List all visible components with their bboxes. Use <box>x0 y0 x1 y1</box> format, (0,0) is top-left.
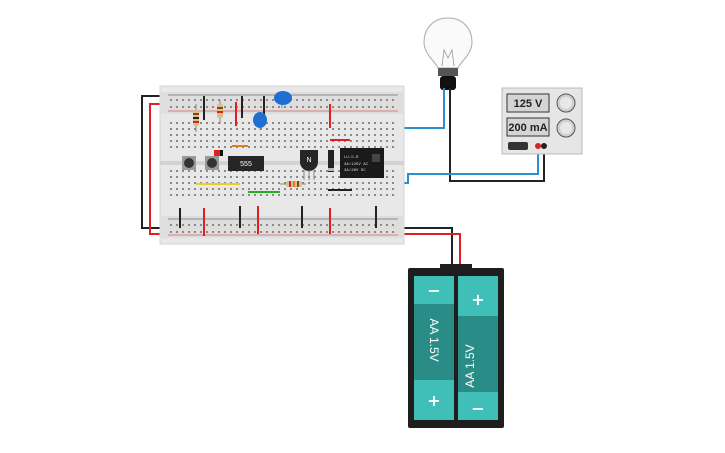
ceramic-capacitor[interactable] <box>274 91 292 108</box>
current-display: 200 mA <box>508 122 547 134</box>
ic-555-chip[interactable]: 555 <box>228 156 264 171</box>
resistor[interactable] <box>217 100 223 124</box>
npn-transistor[interactable]: N <box>300 150 318 180</box>
battery-cell-1-label: AA 1.5V <box>427 318 441 361</box>
wire-battery-red <box>398 233 461 268</box>
push-button[interactable] <box>182 156 196 170</box>
battery-cell-2-label: AA 1.5V <box>463 344 477 387</box>
light-bulb[interactable] <box>423 17 473 90</box>
relay-brand: LU-5-R <box>344 156 359 160</box>
transistor-label: N <box>306 157 311 164</box>
power-supply[interactable]: 125 V 200 mA <box>501 87 583 155</box>
negative-terminal <box>541 143 547 149</box>
voltage-display: 125 V <box>514 98 543 110</box>
ic-label: 555 <box>240 161 252 168</box>
resistor[interactable] <box>280 181 306 187</box>
wire-battery-black <box>398 227 453 268</box>
power-switch <box>508 142 528 150</box>
battery-cell: − + AA 1.5V <box>414 276 454 420</box>
push-button[interactable] <box>205 156 219 170</box>
battery-cell-1-bottom-sign: + <box>427 391 440 410</box>
led-red[interactable] <box>214 150 223 156</box>
positive-terminal <box>535 143 541 149</box>
battery-cell-2-top-sign: + <box>471 290 484 309</box>
breadboard-jumpers <box>179 96 377 236</box>
battery-cell-1-top-sign: − <box>427 281 440 300</box>
resistor[interactable] <box>193 104 199 132</box>
relay-rating-dc: 3A/28V DC <box>344 168 366 173</box>
relay-rating-ac: 3A/125V AC <box>344 162 369 167</box>
ceramic-capacitor[interactable] <box>253 112 267 130</box>
relay[interactable]: LU-5-R 3A/125V AC 3A/28V DC <box>340 148 384 178</box>
battery-cell-2-bottom-sign: − <box>471 399 484 418</box>
battery-pack[interactable]: − + AA 1.5V + − AA 1.5V <box>408 264 504 428</box>
diode[interactable] <box>328 150 334 172</box>
battery-cell: + − AA 1.5V <box>458 276 498 420</box>
wire-bulb-to-psu <box>449 88 545 182</box>
